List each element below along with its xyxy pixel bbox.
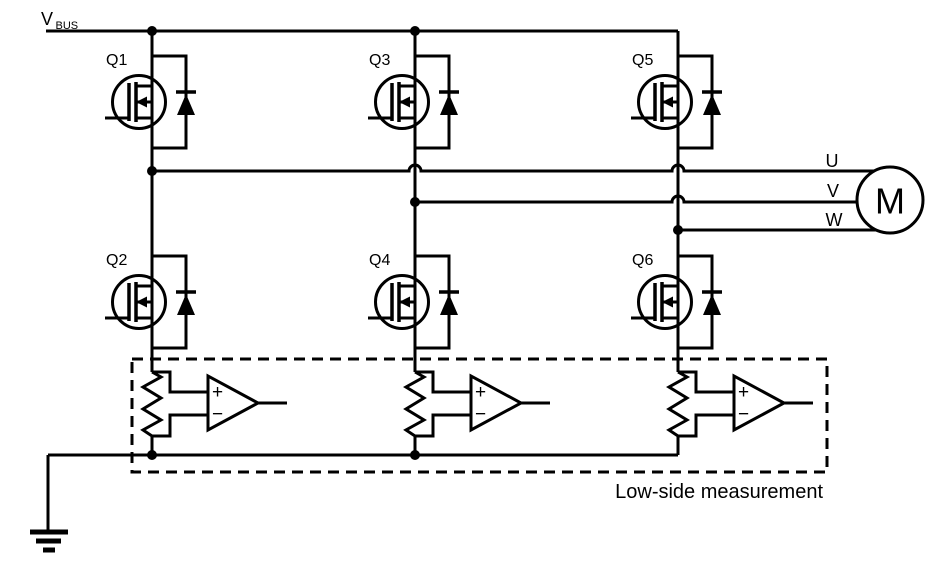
label-q6: Q6 (632, 252, 653, 269)
opamp1-plus-sign: + (212, 382, 223, 403)
low-side-measurement-box (130, 357, 829, 474)
junction-dot (147, 450, 157, 460)
phase-u-wire (152, 163, 876, 173)
opamp2-minus-sign: − (475, 404, 486, 425)
label-q5: Q5 (632, 52, 653, 69)
label-q3: Q3 (369, 52, 390, 69)
vbus-label: V (41, 9, 53, 29)
motor-circle (855, 165, 925, 235)
opamp1-minus-sign: − (212, 404, 223, 425)
ground-symbol (30, 529, 68, 553)
label-phase-u: U (826, 151, 839, 171)
junction-dot (410, 450, 420, 460)
opamp2-plus-sign: + (475, 382, 486, 403)
label-q4: Q4 (369, 252, 390, 269)
vbus-subscript: BUS (56, 20, 79, 32)
junction-dot (147, 26, 157, 36)
low-side-measurement-label: Low-side measurement (615, 481, 823, 503)
junction-dot (673, 225, 683, 235)
phase-v-wire (415, 194, 862, 204)
opamp3-minus-sign: − (738, 404, 749, 425)
junction-dot (147, 166, 157, 176)
label-q1: Q1 (106, 52, 127, 69)
opamp3-plus-sign: + (738, 382, 749, 403)
label-q2: Q2 (106, 252, 127, 269)
label-phase-w: W (826, 210, 843, 230)
junction-dot (410, 197, 420, 207)
label-phase-v: V (827, 181, 839, 201)
motor-label: M (875, 181, 905, 222)
junction-dot (410, 26, 420, 36)
